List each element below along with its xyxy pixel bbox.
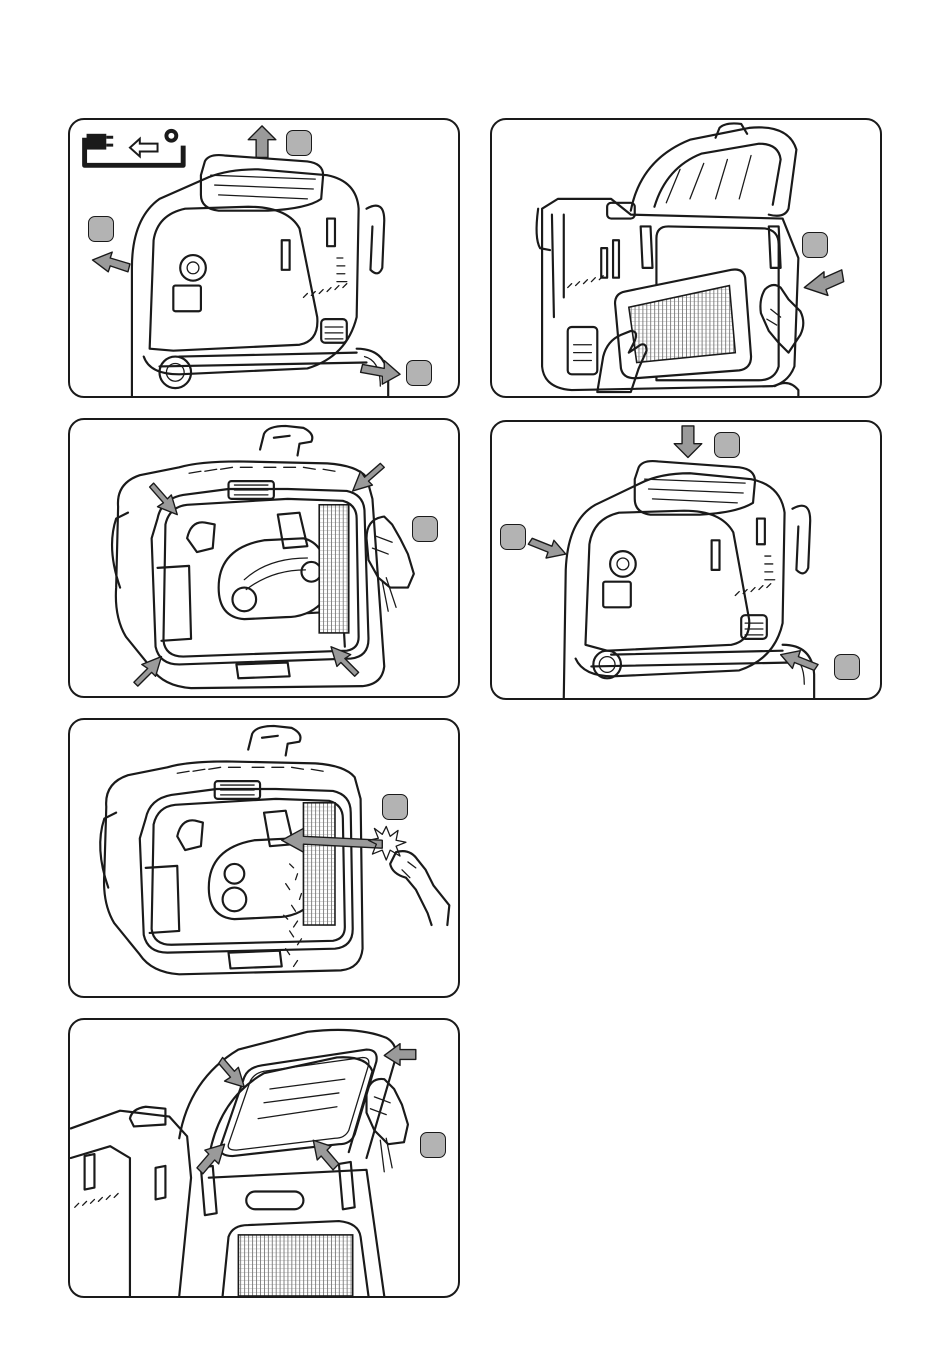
step-badge: [406, 360, 432, 386]
step-badge: [412, 516, 438, 542]
filter-removal-illustration: [492, 120, 880, 396]
filter-tapping-illustration: [70, 720, 458, 996]
panel-step-3: [68, 418, 460, 698]
panel-step-2: [490, 118, 882, 398]
step-badge: [420, 1132, 446, 1158]
arrow-icon: [384, 1044, 416, 1066]
arrow-icon: [134, 657, 162, 687]
step-badge: [500, 524, 526, 550]
arrow-icon: [804, 270, 843, 296]
arrow-icon: [781, 651, 818, 671]
step-badge: [286, 130, 312, 156]
unplug-icon: [85, 129, 184, 165]
step-badge: [834, 654, 860, 680]
step-badge: [802, 232, 828, 258]
arrow-icon: [528, 538, 565, 558]
arrow-icon: [353, 463, 385, 491]
step-badge: [88, 216, 114, 242]
arrow-up-icon: [248, 126, 276, 158]
arrow-icon: [197, 1144, 225, 1174]
arrow-icon: [92, 252, 129, 272]
lid-underside-gasket-illustration: [70, 420, 458, 696]
arrow-icon: [219, 1057, 245, 1087]
panel-step-1: [68, 118, 460, 398]
panel-step-4: [490, 420, 882, 700]
arrow-icon: [150, 483, 178, 515]
impact-icon: [368, 826, 405, 860]
panel-step-6: [68, 1018, 460, 1298]
hand-icon: [390, 851, 449, 925]
vacuum-lid-closing-illustration: [492, 422, 880, 698]
panel-step-5: [68, 718, 460, 998]
lid-seal-cleaning-illustration: [70, 1020, 458, 1296]
arrow-down-icon: [674, 426, 702, 458]
step-badge: [714, 432, 740, 458]
filter-icon: [615, 270, 751, 379]
vacuum-lid-release-illustration: [70, 120, 458, 396]
step-badge: [382, 794, 408, 820]
